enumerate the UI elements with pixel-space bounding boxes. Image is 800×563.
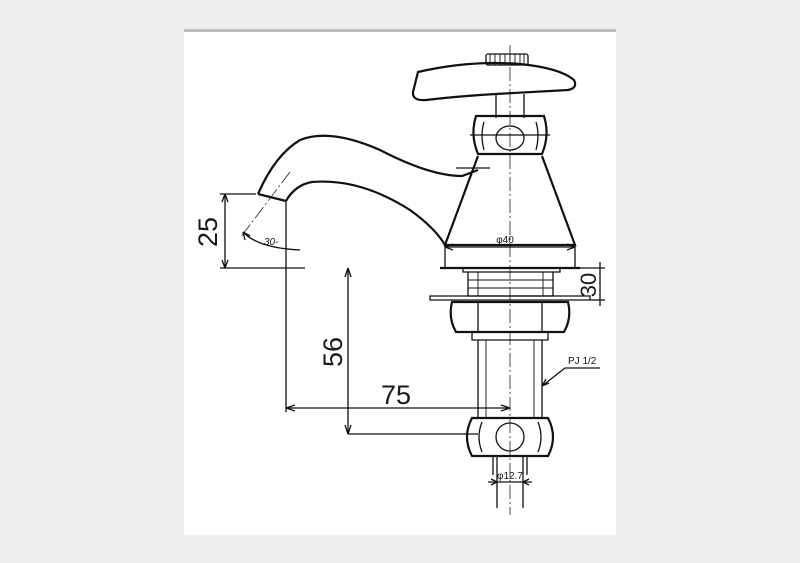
lock-nut (449, 300, 571, 341)
sheet-top-border (184, 29, 616, 32)
dim-diameter-12-7 (488, 478, 532, 486)
outlet-centerline (239, 171, 291, 239)
drawing-sheet (184, 30, 616, 535)
dim-diameter-12-7-label: φ12.7 (497, 471, 523, 482)
handle-stem (495, 94, 525, 118)
dim-56-label: 56 (318, 337, 348, 367)
dim-56 (344, 267, 478, 435)
faucet-body (443, 155, 577, 247)
dim-diameter-40 (444, 243, 576, 251)
coupling-nut (465, 416, 555, 475)
angle-arc (242, 231, 301, 251)
dim-75-label: 75 (381, 380, 411, 410)
dim-75 (285, 404, 511, 412)
spout-top (256, 134, 479, 195)
base-flange (440, 245, 580, 273)
dim-25-label: 25 (193, 217, 223, 247)
dim-30 (575, 262, 605, 306)
angle-arrow (242, 231, 251, 241)
inlet-pipe (477, 340, 543, 418)
thread-leader (541, 367, 600, 387)
threaded-shank (467, 272, 554, 297)
dim-diameter-40-label: φ40 (496, 235, 514, 246)
spout-outlet (257, 192, 287, 203)
thread-label: PJ 1/2 (568, 356, 597, 367)
bonnet-nut (470, 114, 550, 156)
handle-lever (411, 61, 577, 102)
dim-30-label: 30 (576, 273, 601, 297)
angle-label: 30- (264, 237, 279, 248)
dim-25 (220, 193, 305, 269)
spout-bottom (285, 180, 446, 246)
